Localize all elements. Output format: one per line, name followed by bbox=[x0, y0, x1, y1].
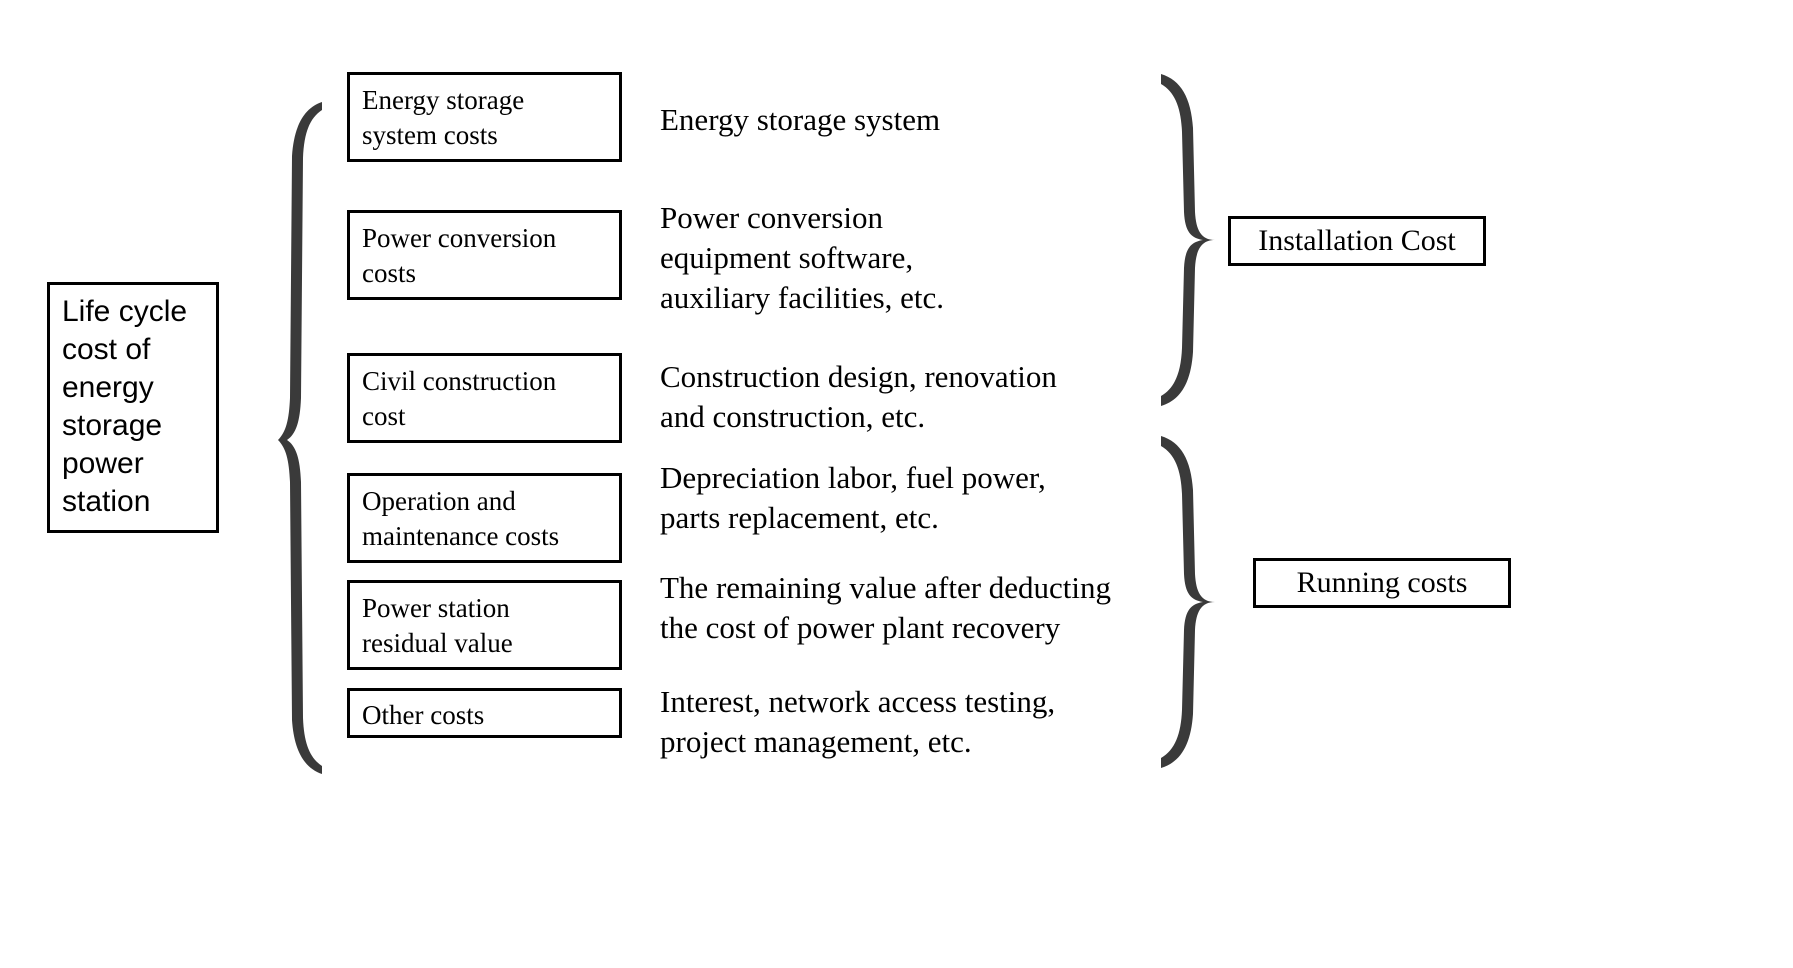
description-operation-and-maintenance-costs: Depreciation labor, fuel power, parts re… bbox=[660, 460, 1046, 535]
description-power-station-residual-value: The remaining value after deducting the … bbox=[660, 570, 1112, 645]
left-brace-group bbox=[278, 98, 326, 778]
description-power-conversion-costs: Power conversion equipment software, aux… bbox=[660, 200, 945, 315]
description-civil-construction-cost: Construction design, renovation and cons… bbox=[660, 359, 1057, 434]
right-brace-installation-cost bbox=[1157, 70, 1227, 410]
root-node-life-cycle-cost: Life cycle cost of energy storage power … bbox=[47, 282, 219, 533]
description-energy-storage-system-costs: Energy storage system bbox=[660, 102, 941, 137]
description-other-costs: Interest, network access testing, projec… bbox=[660, 684, 1056, 759]
group-box-installation-cost[interactable]: Installation Cost bbox=[1228, 216, 1486, 266]
category-box-energy-storage-system-costs[interactable]: Energy storage system costs bbox=[347, 72, 622, 162]
group-box-running-costs[interactable]: Running costs bbox=[1253, 558, 1511, 608]
right-brace-running-costs bbox=[1157, 432, 1227, 772]
category-box-operation-and-maintenance-costs[interactable]: Operation and maintenance costs bbox=[347, 473, 622, 563]
category-box-civil-construction-cost[interactable]: Civil construction cost bbox=[347, 353, 622, 443]
category-box-power-conversion-costs[interactable]: Power conversion costs bbox=[347, 210, 622, 300]
category-box-other-costs[interactable]: Other costs bbox=[347, 688, 622, 738]
category-box-power-station-residual-value[interactable]: Power station residual value bbox=[347, 580, 622, 670]
